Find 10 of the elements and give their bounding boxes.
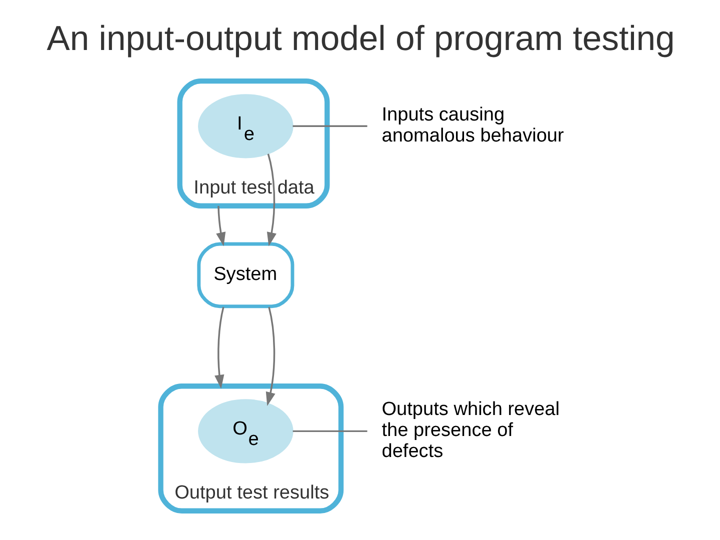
- arrow: [265, 306, 275, 406]
- node-box: System: [196, 242, 294, 308]
- connector: [292, 430, 367, 432]
- arrow: [214, 306, 224, 389]
- arrow: [266, 154, 276, 246]
- node-text: Outputs which reveal the presence of defects: [381, 399, 560, 462]
- connector: [292, 125, 367, 128]
- node-text: Inputs causing anomalous behaviour: [381, 104, 564, 146]
- diagram-title: An input-output model of program testing: [46, 20, 674, 58]
- arrow: [216, 206, 226, 246]
